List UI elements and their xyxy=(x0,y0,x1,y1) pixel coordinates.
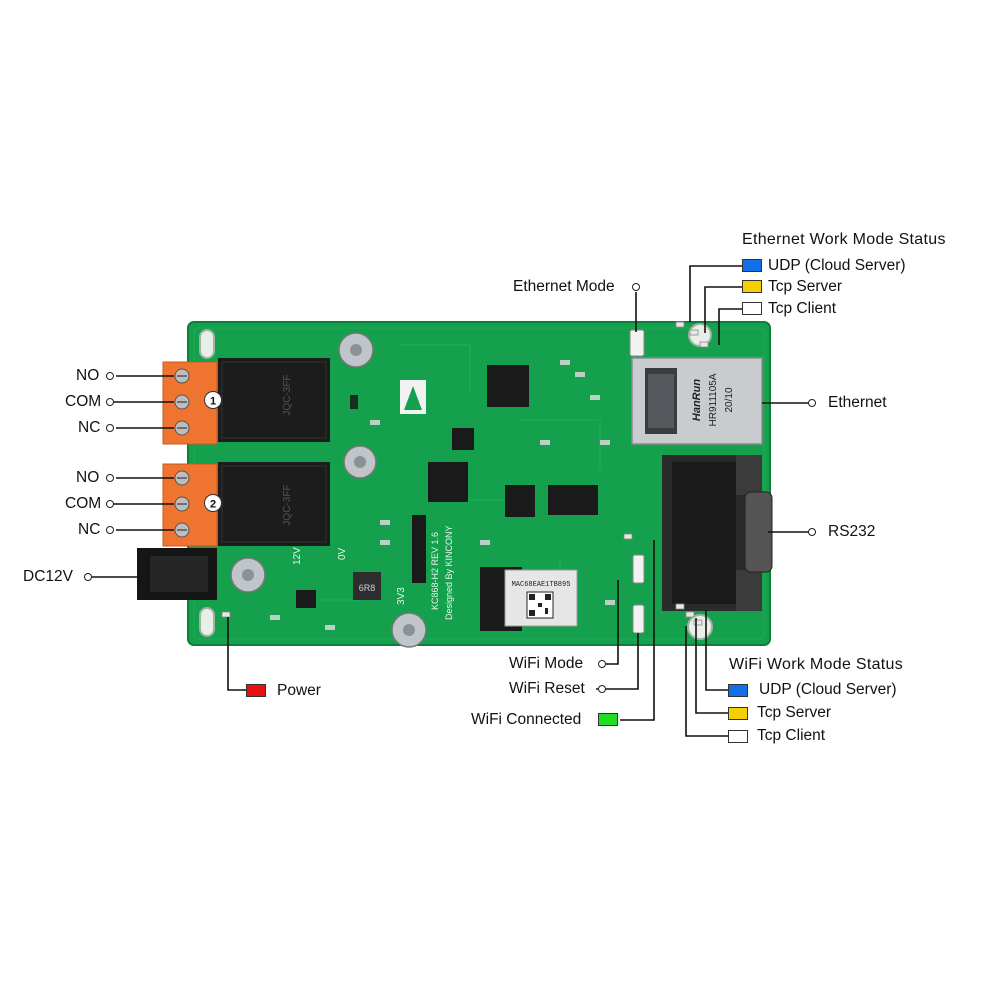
ethernet-status-title: Ethernet Work Mode Status xyxy=(742,231,946,248)
relay1-com-terminal-dot xyxy=(106,398,114,406)
ethernet-label: Ethernet xyxy=(828,394,887,411)
relay-2-badge: 2 xyxy=(210,499,216,511)
ethernet-tcp-client-swatch xyxy=(742,302,762,315)
wifi-connected-label: WiFi Connected xyxy=(471,711,582,728)
wifi-connected-swatch xyxy=(598,713,618,726)
relay2-com-label: COM xyxy=(65,495,102,512)
capacitors xyxy=(230,332,427,648)
ethernet-tcp-server-label: Tcp Server xyxy=(768,278,843,295)
ethernet-tcp-server-swatch xyxy=(742,280,762,293)
relay-2-model-text: JQC-3FF xyxy=(282,484,293,525)
silk-12v: 12V xyxy=(292,547,303,565)
relay-2 xyxy=(218,462,330,546)
wifi-tcp-client-label: Tcp Client xyxy=(757,727,826,744)
relay1-no-terminal-dot xyxy=(106,372,114,380)
relay2-nc-terminal-dot xyxy=(106,526,114,534)
silk-designer: Designed By KINCONY xyxy=(444,525,454,620)
relay-1-model-text: JQC-3FF xyxy=(282,374,293,415)
relay1-no-label: NO xyxy=(76,367,100,384)
relay-1-badge: 1 xyxy=(210,396,216,408)
relay1-nc-terminal-dot xyxy=(106,424,114,432)
leader-lines xyxy=(92,265,810,737)
silk-0v: 0V xyxy=(337,547,348,560)
ethernet-port-dot xyxy=(808,399,816,407)
wifi-mode-dot xyxy=(598,660,606,668)
relay2-com-terminal-dot xyxy=(106,500,114,508)
relay1-nc-label: NC xyxy=(78,419,101,436)
wifi-tcp-client-swatch xyxy=(728,730,748,743)
rj45-brand: HanRun xyxy=(691,379,703,421)
status-leds xyxy=(221,321,709,626)
relay-1 xyxy=(218,358,330,442)
relay2-no-terminal-dot xyxy=(106,474,114,482)
relay1-com-label: COM xyxy=(65,393,102,410)
wifi-udp-swatch xyxy=(728,684,748,697)
wifi-tcp-server-label: Tcp Server xyxy=(757,704,832,721)
rj45-date: 20/10 xyxy=(724,387,735,412)
dc12v-dot xyxy=(84,573,92,581)
wifi-reset-dot xyxy=(598,685,606,693)
silk-board-name: KC868-H2 REV 1.6 xyxy=(430,532,440,610)
power-label: Power xyxy=(277,682,321,699)
wifi-tcp-server-swatch xyxy=(728,707,748,720)
relay2-no-label: NO xyxy=(76,469,100,486)
inductor-label: 6R8 xyxy=(359,583,376,593)
dc12v-label: DC12V xyxy=(23,568,73,585)
ic-chips xyxy=(296,365,598,608)
wifi-status-title: WiFi Work Mode Status xyxy=(729,656,904,673)
rs232-label: RS232 xyxy=(828,523,876,540)
ethernet-mode-label: Ethernet Mode xyxy=(513,278,615,295)
ethernet-tcp-client-label: Tcp Client xyxy=(768,300,837,317)
wifi-module-id: MAC68EAE1TB895 xyxy=(512,581,571,589)
power-led-swatch xyxy=(246,684,266,697)
rj45-model: HR911105A xyxy=(708,373,719,426)
relay2-nc-label: NC xyxy=(78,521,101,538)
rs232-port-dot xyxy=(808,528,816,536)
ethernet-udp-label: UDP (Cloud Server) xyxy=(768,257,906,274)
wifi-udp-label: UDP (Cloud Server) xyxy=(759,681,897,698)
silk-3v3: 3V3 xyxy=(396,587,407,605)
ethernet-mode-dot xyxy=(632,283,640,291)
wifi-reset-label: WiFi Reset xyxy=(509,680,585,697)
wifi-mode-label: WiFi Mode xyxy=(509,655,584,672)
ethernet-udp-swatch xyxy=(742,259,762,272)
